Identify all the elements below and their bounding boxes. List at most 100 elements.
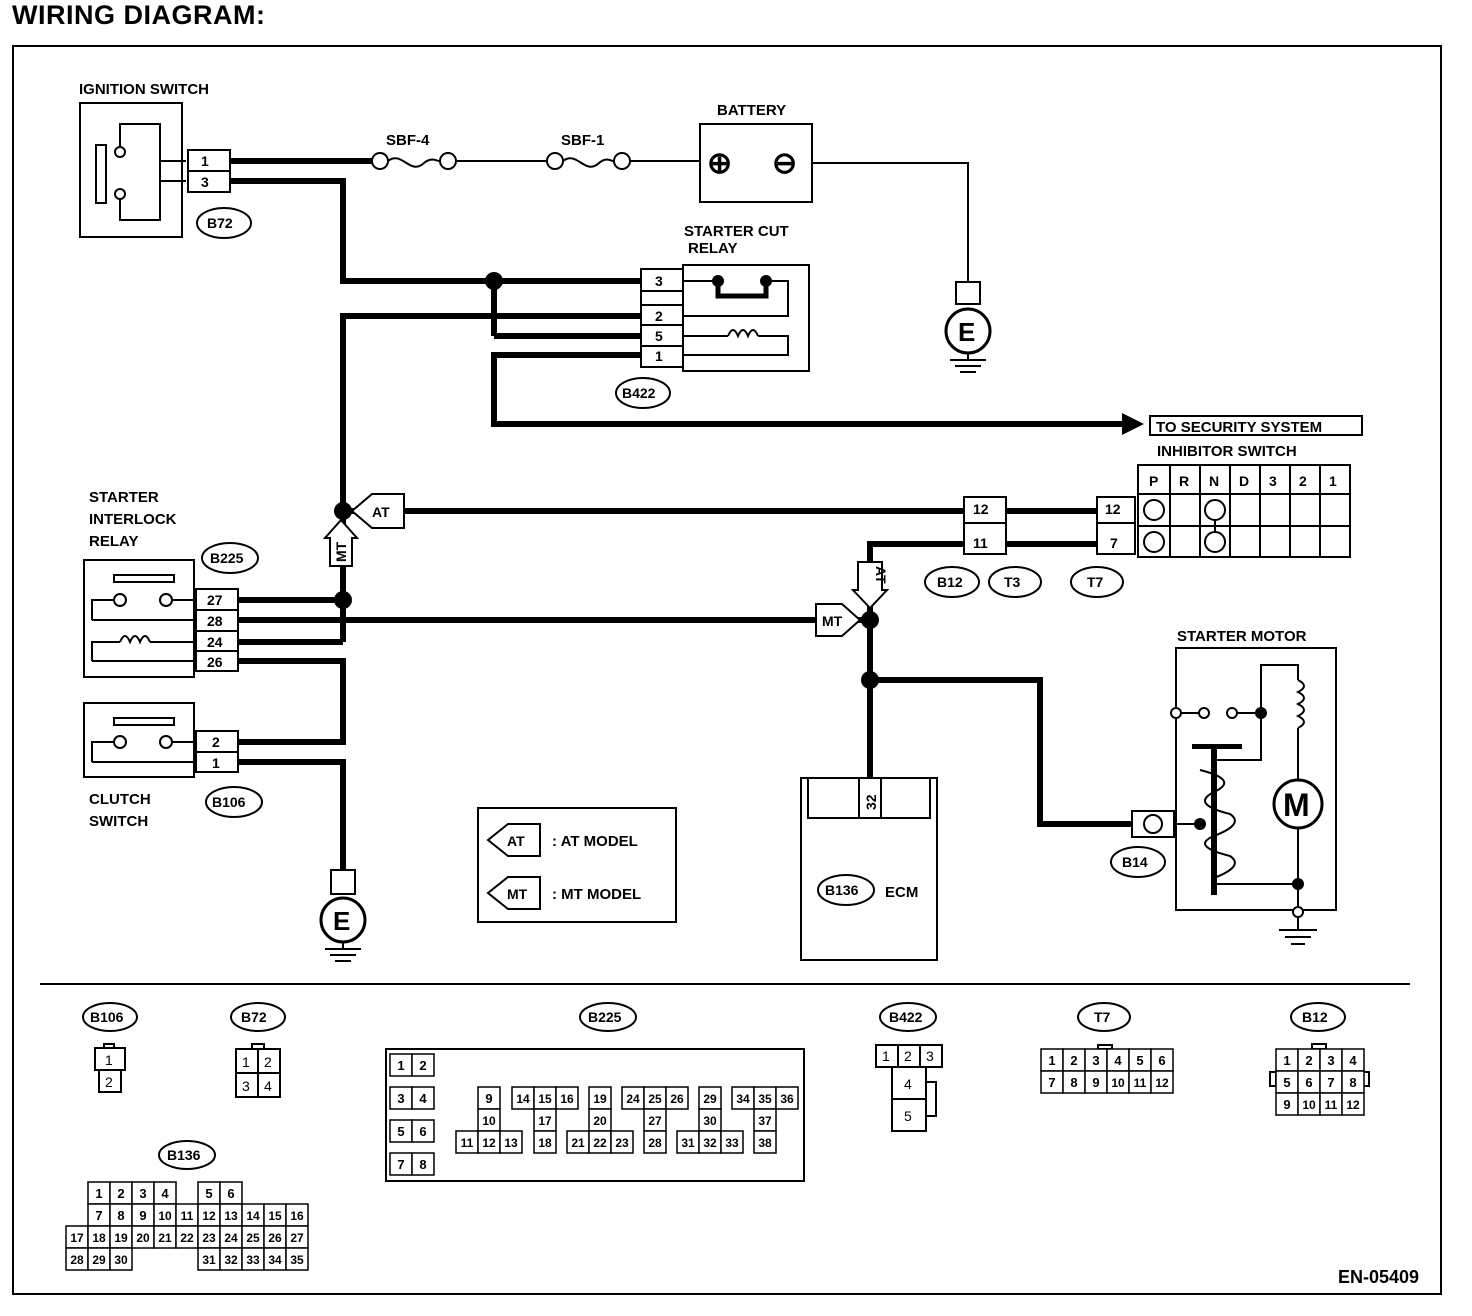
b12-pin: 7 xyxy=(1327,1075,1334,1090)
t7-pin: 6 xyxy=(1158,1053,1165,1068)
svg-text:RELAY: RELAY xyxy=(688,240,737,257)
b136-pin: 31 xyxy=(202,1253,216,1267)
b225-tag: B225 xyxy=(210,550,244,566)
b136-pin: 24 xyxy=(224,1231,238,1245)
b136-pin: 10 xyxy=(158,1209,172,1223)
diagram-frame xyxy=(12,45,1442,1295)
svg-text:AT: AT xyxy=(372,504,390,520)
page-title: WIRING DIAGRAM: xyxy=(12,0,266,30)
svg-text:⊖: ⊖ xyxy=(772,147,797,180)
fuse-sbf4: SBF-4 xyxy=(371,132,457,170)
b225-pin: 17 xyxy=(538,1114,552,1128)
t7-pin: 3 xyxy=(1092,1053,1099,1068)
svg-text:1: 1 xyxy=(242,1054,250,1070)
b136-pin: 25 xyxy=(246,1231,260,1245)
b12-pin: 5 xyxy=(1283,1075,1290,1090)
svg-text:3: 3 xyxy=(201,174,209,190)
svg-text:MT: MT xyxy=(507,886,528,902)
t3-connector: 12 11 B12 T3 xyxy=(924,496,1042,598)
document-code: EN-05409 xyxy=(1338,1267,1419,1287)
b225-pin: 10 xyxy=(482,1114,496,1128)
b225-pin: 8 xyxy=(419,1157,426,1172)
svg-text:1: 1 xyxy=(1329,473,1337,489)
t7-pin: 11 xyxy=(1134,1076,1147,1090)
svg-text:E: E xyxy=(333,906,350,936)
b225-pin: 24 xyxy=(626,1092,640,1106)
b225-pin: 3 xyxy=(397,1091,404,1106)
b225-pin: 28 xyxy=(648,1136,662,1150)
b225-pin: 19 xyxy=(593,1092,607,1106)
b225-pin: 12 xyxy=(482,1136,496,1150)
clutch-switch: 2 1 CLUTCH SWITCH B106 xyxy=(83,702,263,830)
b136-pin: 3 xyxy=(139,1186,146,1201)
b225-pin: 4 xyxy=(419,1091,427,1106)
b136-pin: 26 xyxy=(268,1231,282,1245)
svg-text:28: 28 xyxy=(207,613,223,629)
b12-pin: 12 xyxy=(1346,1098,1360,1112)
b225-pin: 21 xyxy=(571,1136,585,1150)
b225-pin: 29 xyxy=(703,1092,717,1106)
svg-text:B12: B12 xyxy=(1302,1009,1328,1025)
svg-text:3: 3 xyxy=(242,1078,250,1094)
fuse-sbf1: SBF-1 xyxy=(546,132,631,170)
t7-pin: 2 xyxy=(1070,1053,1077,1068)
b225-pin: 35 xyxy=(758,1092,772,1106)
b225-pin: 15 xyxy=(538,1092,552,1106)
svg-text:26: 26 xyxy=(207,654,223,670)
svg-text:STARTER MOTOR: STARTER MOTOR xyxy=(1177,628,1307,645)
svg-text:1: 1 xyxy=(212,755,220,771)
b136-pin: 20 xyxy=(136,1231,150,1245)
b225-pin: 22 xyxy=(593,1136,607,1150)
svg-text:M: M xyxy=(1283,787,1310,823)
b136-pin: 19 xyxy=(114,1231,128,1245)
ignition-switch-label: IGNITION SWITCH xyxy=(79,81,209,98)
ground-bottom: E xyxy=(319,869,367,962)
svg-text:: AT MODEL: : AT MODEL xyxy=(552,833,638,850)
model-tags: AT MT AT MT xyxy=(322,493,890,637)
b225-pin: 18 xyxy=(538,1136,552,1150)
svg-text:INHIBITOR SWITCH: INHIBITOR SWITCH xyxy=(1157,443,1297,460)
legend: AT : AT MODEL MT : MT MODEL xyxy=(477,807,677,923)
t7-pin: 4 xyxy=(1114,1053,1122,1068)
svg-text:E: E xyxy=(958,317,975,347)
svg-text:2: 2 xyxy=(105,1074,113,1090)
b422-tag: B422 xyxy=(622,385,656,401)
svg-text:27: 27 xyxy=(207,592,223,608)
svg-text:32: 32 xyxy=(863,794,879,810)
b14-tag: B14 xyxy=(1122,854,1148,870)
svg-text:SBF-1: SBF-1 xyxy=(561,132,604,149)
b12-pin: 4 xyxy=(1349,1053,1357,1068)
b136-pin: 1 xyxy=(95,1186,102,1201)
b136-pin: 9 xyxy=(139,1208,146,1223)
svg-text:TO SECURITY SYSTEM: TO SECURITY SYSTEM xyxy=(1156,419,1322,436)
svg-text:STARTER: STARTER xyxy=(89,489,159,506)
t3-tag: T3 xyxy=(1004,574,1021,590)
b225-pin: 27 xyxy=(648,1114,662,1128)
b136-pin: 13 xyxy=(224,1209,238,1223)
t7-pin: 12 xyxy=(1155,1076,1169,1090)
battery: BATTERY ⊕ ⊖ xyxy=(699,102,813,203)
svg-text:4: 4 xyxy=(264,1078,272,1094)
starter-cut-relay: STARTER CUT RELAY 3 2 5 1 B422 xyxy=(615,223,810,409)
svg-text:D: D xyxy=(1239,473,1249,489)
b225-pin: 14 xyxy=(516,1092,530,1106)
b136-pin: 11 xyxy=(181,1209,194,1223)
b225-pin: 37 xyxy=(758,1114,772,1128)
svg-text:: MT MODEL: : MT MODEL xyxy=(552,886,641,903)
b225-pin: 5 xyxy=(397,1124,404,1139)
b136-pin: 7 xyxy=(95,1208,102,1223)
b136-pin: 18 xyxy=(92,1231,106,1245)
t7-pin: 9 xyxy=(1092,1075,1099,1090)
svg-text:5: 5 xyxy=(904,1108,912,1124)
b136-pin: 2 xyxy=(117,1186,124,1201)
b136-pin: 6 xyxy=(227,1186,234,1201)
b225-pin: 9 xyxy=(485,1091,492,1106)
b136-pin: 21 xyxy=(158,1231,172,1245)
svg-text:N: N xyxy=(1209,473,1219,489)
svg-text:5: 5 xyxy=(655,328,663,344)
b136-pin: 4 xyxy=(161,1186,169,1201)
b136-pin: 30 xyxy=(114,1253,128,1267)
svg-text:2: 2 xyxy=(212,734,220,750)
b225-pin: 13 xyxy=(504,1136,518,1150)
